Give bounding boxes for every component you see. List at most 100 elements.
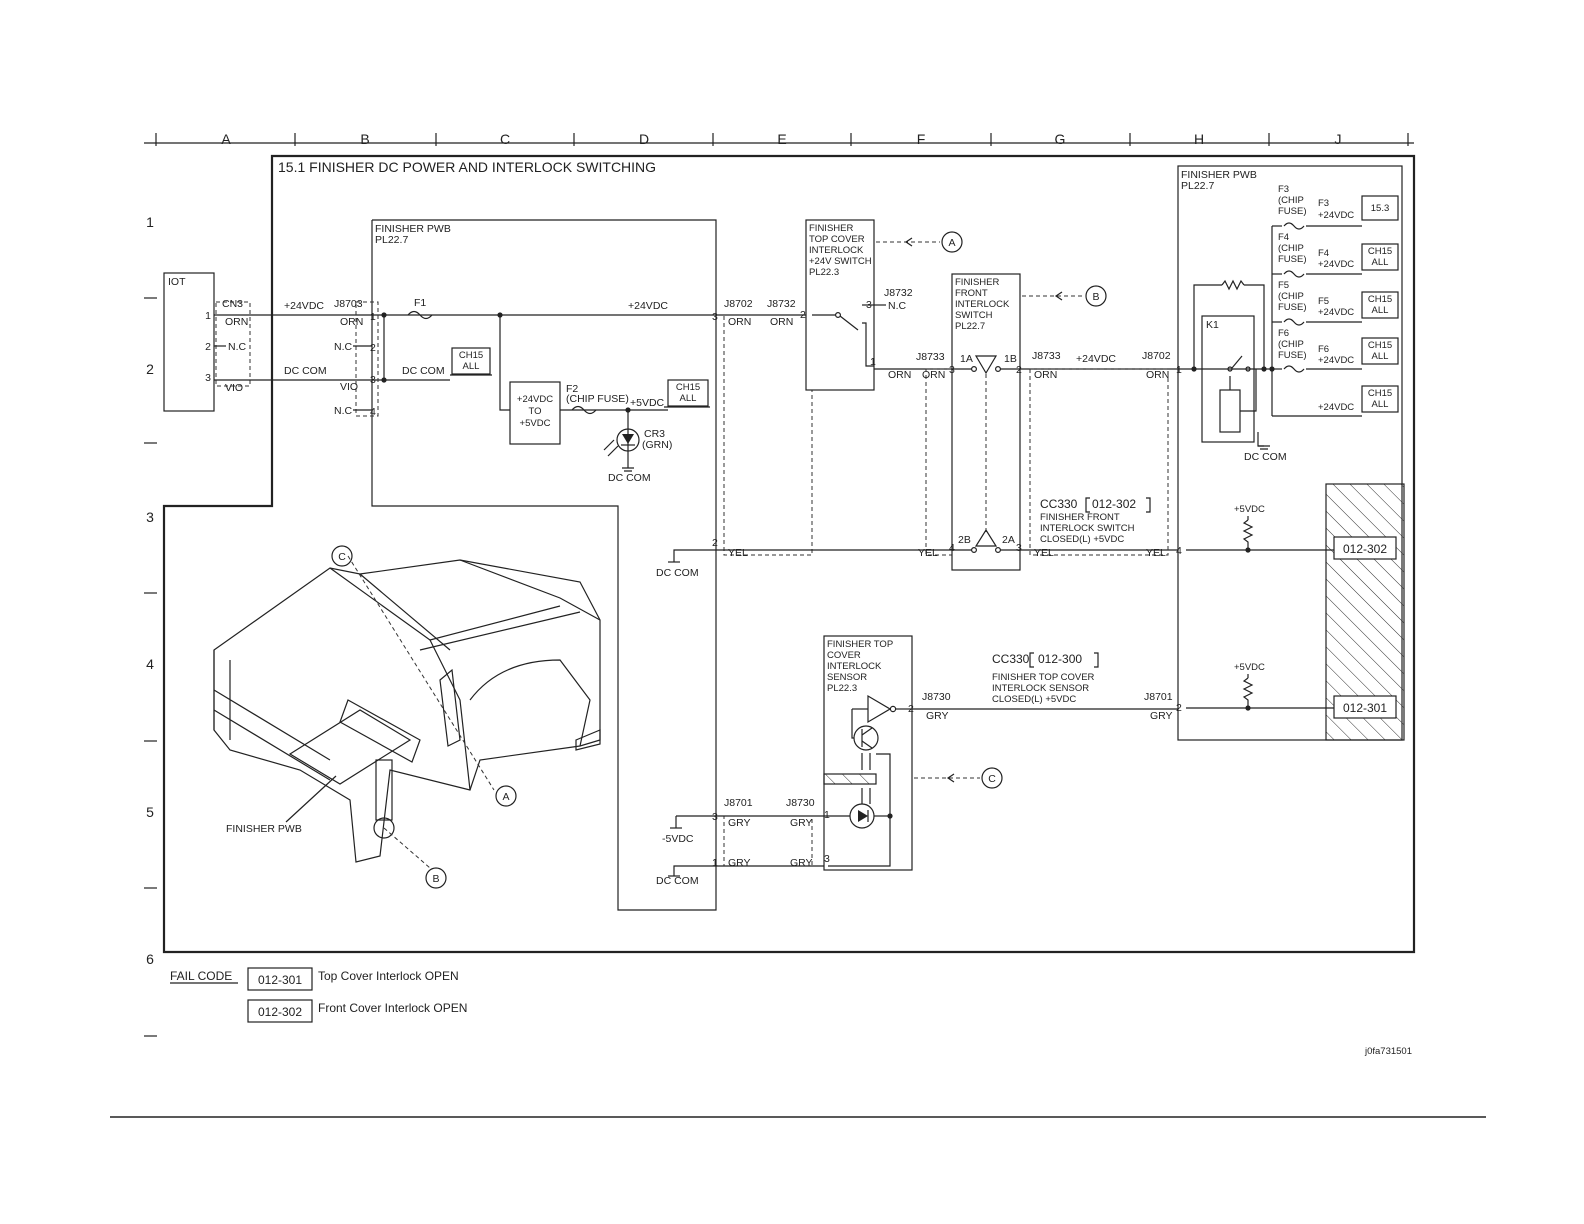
finisher-illustration: FINISHER PWB bbox=[213, 555, 601, 869]
svg-text:N.C: N.C bbox=[888, 300, 907, 312]
svg-text:FRONT: FRONT bbox=[955, 288, 988, 299]
svg-text:J8703: J8703 bbox=[334, 298, 363, 310]
svg-text:YEL: YEL bbox=[918, 547, 938, 559]
svg-text:J8701: J8701 bbox=[1144, 691, 1173, 703]
svg-text:1: 1 bbox=[712, 857, 718, 869]
svg-text:FINISHER PWB: FINISHER PWB bbox=[375, 223, 451, 235]
top-cover-interlock-sensor: FINISHER TOP COVER INTERLOCK SENSOR PL22… bbox=[823, 635, 980, 871]
svg-text:FINISHER: FINISHER bbox=[955, 277, 999, 288]
svg-text:CC330: CC330 bbox=[1040, 497, 1078, 511]
svg-text:GRY: GRY bbox=[728, 857, 751, 869]
svg-text:+24VDC: +24VDC bbox=[517, 394, 553, 405]
svg-text:CC330: CC330 bbox=[992, 652, 1030, 666]
svg-text:GRY: GRY bbox=[728, 817, 751, 829]
cc330-front-note: CC330 012-302 FINISHER FRONT INTERLOCK S… bbox=[1040, 497, 1151, 545]
col-label-e: E bbox=[777, 131, 786, 147]
svg-text:012-301: 012-301 bbox=[1343, 701, 1387, 715]
svg-text:FUSE): FUSE) bbox=[1278, 206, 1307, 217]
svg-text:ALL: ALL bbox=[1372, 399, 1389, 410]
svg-text:3: 3 bbox=[866, 299, 872, 311]
svg-text:YEL: YEL bbox=[728, 547, 748, 559]
fuse-branch-f5: F5 (CHIP FUSE) F5 +24VDC CH15 ALL bbox=[1272, 280, 1399, 326]
svg-text:COVER: COVER bbox=[827, 650, 861, 661]
svg-text:CH15: CH15 bbox=[1368, 246, 1392, 257]
col-label-c: C bbox=[500, 131, 510, 147]
diagram-title: 15.1 FINISHER DC POWER AND INTERLOCK SWI… bbox=[278, 159, 656, 175]
svg-text:FINISHER PWB: FINISHER PWB bbox=[226, 823, 302, 835]
svg-text:ALL: ALL bbox=[463, 361, 480, 372]
svg-text:3: 3 bbox=[949, 364, 955, 376]
svg-text:TOP COVER: TOP COVER bbox=[809, 234, 865, 245]
svg-text:F5: F5 bbox=[1278, 280, 1289, 291]
col-label-a: A bbox=[221, 131, 231, 147]
svg-text:F4: F4 bbox=[1278, 232, 1289, 243]
connector-j8702-j8732: J8702 J8732 ORN ORN 2 bbox=[716, 298, 813, 556]
svg-text:SENSOR: SENSOR bbox=[827, 672, 867, 683]
svg-text:F3: F3 bbox=[1278, 184, 1289, 195]
col-label-j: J bbox=[1335, 131, 1342, 147]
svg-text:012-302: 012-302 bbox=[1343, 542, 1387, 556]
svg-text:PL22.7: PL22.7 bbox=[375, 234, 408, 246]
svg-text:1: 1 bbox=[870, 356, 876, 368]
wire-gry-sensor: J8730 GRY J8701 GRY bbox=[912, 691, 1178, 722]
svg-text:J8730: J8730 bbox=[922, 691, 951, 703]
svg-text:ALL: ALL bbox=[680, 393, 697, 404]
svg-text:CH15: CH15 bbox=[459, 350, 483, 361]
svg-text:+24VDC: +24VDC bbox=[1318, 210, 1354, 221]
svg-text:1: 1 bbox=[824, 809, 830, 821]
fuse-branch-f6: F6 (CHIP FUSE) F6 +24VDC CH15 ALL bbox=[1272, 328, 1399, 373]
svg-text:+24VDC: +24VDC bbox=[1318, 307, 1354, 318]
svg-text:INTERLOCK SWITCH: INTERLOCK SWITCH bbox=[1040, 523, 1135, 534]
svg-text:F4: F4 bbox=[1318, 248, 1329, 259]
svg-text:PL22.3: PL22.3 bbox=[809, 267, 839, 278]
svg-text:2: 2 bbox=[370, 342, 376, 354]
svg-text:012-302: 012-302 bbox=[258, 1005, 302, 1019]
grid-row-header: 1 2 3 4 5 6 bbox=[144, 214, 157, 1037]
svg-text:ALL: ALL bbox=[1372, 257, 1389, 268]
svg-text:INTERLOCK: INTERLOCK bbox=[955, 299, 1010, 310]
svg-text:A: A bbox=[502, 791, 509, 803]
svg-text:J8701: J8701 bbox=[724, 797, 753, 809]
svg-text:012-301: 012-301 bbox=[258, 973, 302, 987]
svg-text:ORN: ORN bbox=[1146, 369, 1169, 381]
svg-text:DC COM: DC COM bbox=[284, 365, 327, 377]
finisher-pwb-right: FINISHER PWB PL22.7 1 4 2 K1 DC COM bbox=[1176, 165, 1403, 741]
wire-dccom-main: DC COM VIO bbox=[214, 365, 384, 393]
svg-text:FINISHER PWB: FINISHER PWB bbox=[1181, 169, 1257, 181]
svg-text:F6: F6 bbox=[1278, 328, 1289, 339]
svg-text:B: B bbox=[432, 873, 439, 885]
svg-text:+5VDC: +5VDC bbox=[1234, 662, 1265, 673]
svg-text:2: 2 bbox=[712, 537, 718, 549]
svg-text:ORN: ORN bbox=[728, 316, 751, 328]
svg-text:ALL: ALL bbox=[1372, 351, 1389, 362]
svg-text:ORN: ORN bbox=[922, 369, 945, 381]
svg-text:+24VDC: +24VDC bbox=[628, 300, 668, 312]
svg-text:FUSE): FUSE) bbox=[1278, 302, 1307, 313]
svg-text:+24V SWITCH: +24V SWITCH bbox=[809, 256, 872, 267]
document-id: j0fa731501 bbox=[1364, 1046, 1412, 1057]
svg-text:CH15: CH15 bbox=[1368, 294, 1392, 305]
svg-text:+5VDC: +5VDC bbox=[630, 397, 665, 409]
svg-text:IOT: IOT bbox=[168, 276, 186, 288]
svg-text:2: 2 bbox=[1176, 702, 1182, 714]
svg-text:PL22.7: PL22.7 bbox=[1181, 180, 1214, 192]
svg-text:GRY: GRY bbox=[790, 857, 813, 869]
svg-text:15.3: 15.3 bbox=[1371, 203, 1390, 214]
svg-text:(CHIP FUSE): (CHIP FUSE) bbox=[566, 393, 629, 405]
svg-text:YEL: YEL bbox=[1034, 547, 1054, 559]
row-label-3: 3 bbox=[146, 509, 154, 525]
svg-text:+24VDC: +24VDC bbox=[284, 300, 324, 312]
ref-b-marker-top: B bbox=[1085, 285, 1107, 307]
svg-text:ORN: ORN bbox=[225, 316, 248, 328]
svg-text:TO: TO bbox=[528, 406, 541, 417]
svg-text:3: 3 bbox=[205, 372, 211, 384]
svg-text:J8733: J8733 bbox=[916, 351, 945, 363]
svg-text:+24VDC: +24VDC bbox=[1318, 402, 1354, 413]
row-label-6: 6 bbox=[146, 951, 154, 967]
fuse-branch-f4: F4 (CHIP FUSE) F4 +24VDC CH15 ALL bbox=[1272, 232, 1399, 278]
svg-text:PL22.7: PL22.7 bbox=[955, 321, 985, 332]
row-label-4: 4 bbox=[146, 656, 154, 672]
svg-text:+24VDC: +24VDC bbox=[1076, 353, 1116, 365]
ref-b-marker-illustration: B bbox=[425, 867, 447, 889]
svg-text:ORN: ORN bbox=[1034, 369, 1057, 381]
